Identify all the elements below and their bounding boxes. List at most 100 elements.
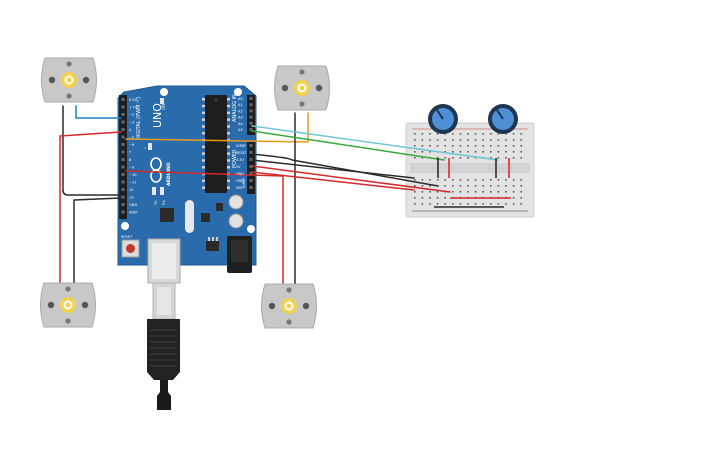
analog-header-label: ANALOG IN	[232, 94, 238, 122]
motor-bottom-right[interactable]	[261, 283, 317, 329]
motor-bottom-left[interactable]	[40, 282, 96, 328]
power-pin-label: GND	[236, 179, 244, 183]
analog-pin-label: A1	[238, 103, 243, 107]
analog-pin[interactable]	[249, 103, 253, 107]
power-pin[interactable]	[249, 165, 253, 168]
wire-black	[73, 197, 122, 285]
voltage-regulator	[206, 241, 219, 251]
capacitor	[228, 213, 244, 229]
analog-pin[interactable]	[249, 121, 253, 125]
digital-pin-label: ~2	[129, 113, 134, 117]
digital-pin[interactable]	[121, 195, 125, 199]
analog-pin-label: A0	[238, 97, 243, 101]
mount-hole	[234, 88, 242, 96]
l-label: L	[143, 147, 147, 149]
digital-pin[interactable]	[121, 180, 125, 184]
power-pin[interactable]	[249, 144, 253, 147]
digital-pin-label: ~3	[129, 121, 134, 125]
brand-label: UNO	[151, 103, 164, 128]
digital-pin-label: ~9	[129, 166, 135, 170]
power-pin[interactable]	[249, 158, 253, 161]
analog-pin[interactable]	[249, 109, 253, 113]
digital-pin[interactable]	[121, 135, 125, 139]
digital-pin[interactable]	[121, 105, 125, 109]
wire-cyan	[251, 125, 499, 161]
motor-top-left[interactable]	[41, 57, 97, 103]
digital-pin[interactable]	[121, 143, 125, 146]
digital-pin-label: GND	[129, 203, 137, 207]
digital-pin-label: ~6	[129, 143, 135, 147]
tx-led	[152, 187, 156, 195]
mount-hole	[121, 222, 129, 230]
digital-pin-label: 8	[129, 158, 132, 162]
digital-pin-label: AREF	[129, 211, 138, 215]
power-pin[interactable]	[249, 179, 253, 182]
mount-hole	[160, 88, 168, 96]
motor-shaft-icon	[61, 72, 77, 88]
digital-header-label: DIGITAL (PWM ~)	[136, 97, 142, 140]
wire-blue	[75, 105, 122, 119]
arduino-logo-icon	[150, 157, 162, 183]
power-pin-label: GND	[236, 172, 244, 176]
digital-pin[interactable]	[121, 98, 125, 101]
capacitor	[228, 194, 244, 210]
breadboard-jumpers	[434, 158, 511, 208]
digital-pin[interactable]	[121, 150, 125, 154]
digital-pin-label: ~10	[129, 173, 137, 177]
tx-label: TX	[154, 200, 158, 206]
digital-pin-label: 1 TX	[129, 106, 138, 110]
arduino-uno-board[interactable]: DIGITAL (PWM ~) ANALOG IN POWER IOREF UN…	[117, 85, 257, 284]
power-pin-label: 5V	[236, 165, 241, 169]
power-pin[interactable]	[249, 151, 253, 154]
breadboard-mini[interactable]	[405, 122, 535, 218]
pot-left[interactable]	[428, 104, 458, 134]
analog-pin-label: A5	[238, 128, 243, 132]
digital-pin[interactable]	[121, 113, 125, 116]
wire-black	[62, 105, 122, 196]
usb-cable[interactable]	[147, 282, 180, 410]
analog-header[interactable]	[247, 95, 255, 135]
digital-pin[interactable]	[121, 210, 125, 214]
regulator	[201, 213, 210, 222]
digital-pin-label: 0 RX	[129, 98, 138, 102]
digital-pin[interactable]	[121, 158, 125, 161]
power-led	[160, 98, 164, 104]
wire-orange	[125, 112, 309, 143]
wire-black	[251, 153, 439, 187]
crystal	[185, 200, 194, 233]
usb-chip	[160, 208, 174, 222]
power-pin[interactable]	[249, 172, 253, 175]
analog-pin[interactable]	[249, 115, 253, 119]
wire-green	[251, 130, 445, 161]
wire-black	[251, 159, 415, 179]
reset-button[interactable]	[121, 239, 140, 258]
power-pin-label: 3.3V	[236, 158, 244, 162]
wire-red	[251, 171, 415, 191]
motor-shaft-icon	[294, 80, 310, 96]
motor-shaft-icon	[281, 298, 297, 314]
reset-label: RESET	[121, 235, 133, 239]
digital-pin-label: ~5	[129, 136, 134, 140]
digital-pin[interactable]	[121, 165, 125, 169]
analog-pin[interactable]	[249, 97, 253, 100]
digital-header[interactable]	[119, 95, 127, 219]
analog-pin[interactable]	[249, 128, 253, 131]
motor-shaft-icon	[60, 297, 76, 313]
digital-pin[interactable]	[121, 203, 125, 206]
power-pin-label: RESET	[236, 151, 248, 155]
digital-pin[interactable]	[121, 128, 125, 131]
rx-label: RX	[162, 200, 166, 205]
digital-pin-label: ~11	[129, 181, 137, 185]
digital-pin[interactable]	[121, 188, 125, 191]
rx-led	[160, 187, 164, 195]
power-pin-label: IOREF	[236, 144, 246, 148]
power-pin[interactable]	[249, 186, 253, 189]
digital-pin[interactable]	[121, 120, 125, 124]
wires	[59, 105, 499, 285]
pot-right[interactable]	[488, 104, 518, 134]
motor-top-right[interactable]	[274, 65, 330, 111]
digital-pin-label: 4	[129, 128, 132, 132]
power-header-label: POWER	[232, 149, 238, 168]
digital-pin[interactable]	[121, 173, 125, 176]
wire-red	[251, 165, 451, 193]
